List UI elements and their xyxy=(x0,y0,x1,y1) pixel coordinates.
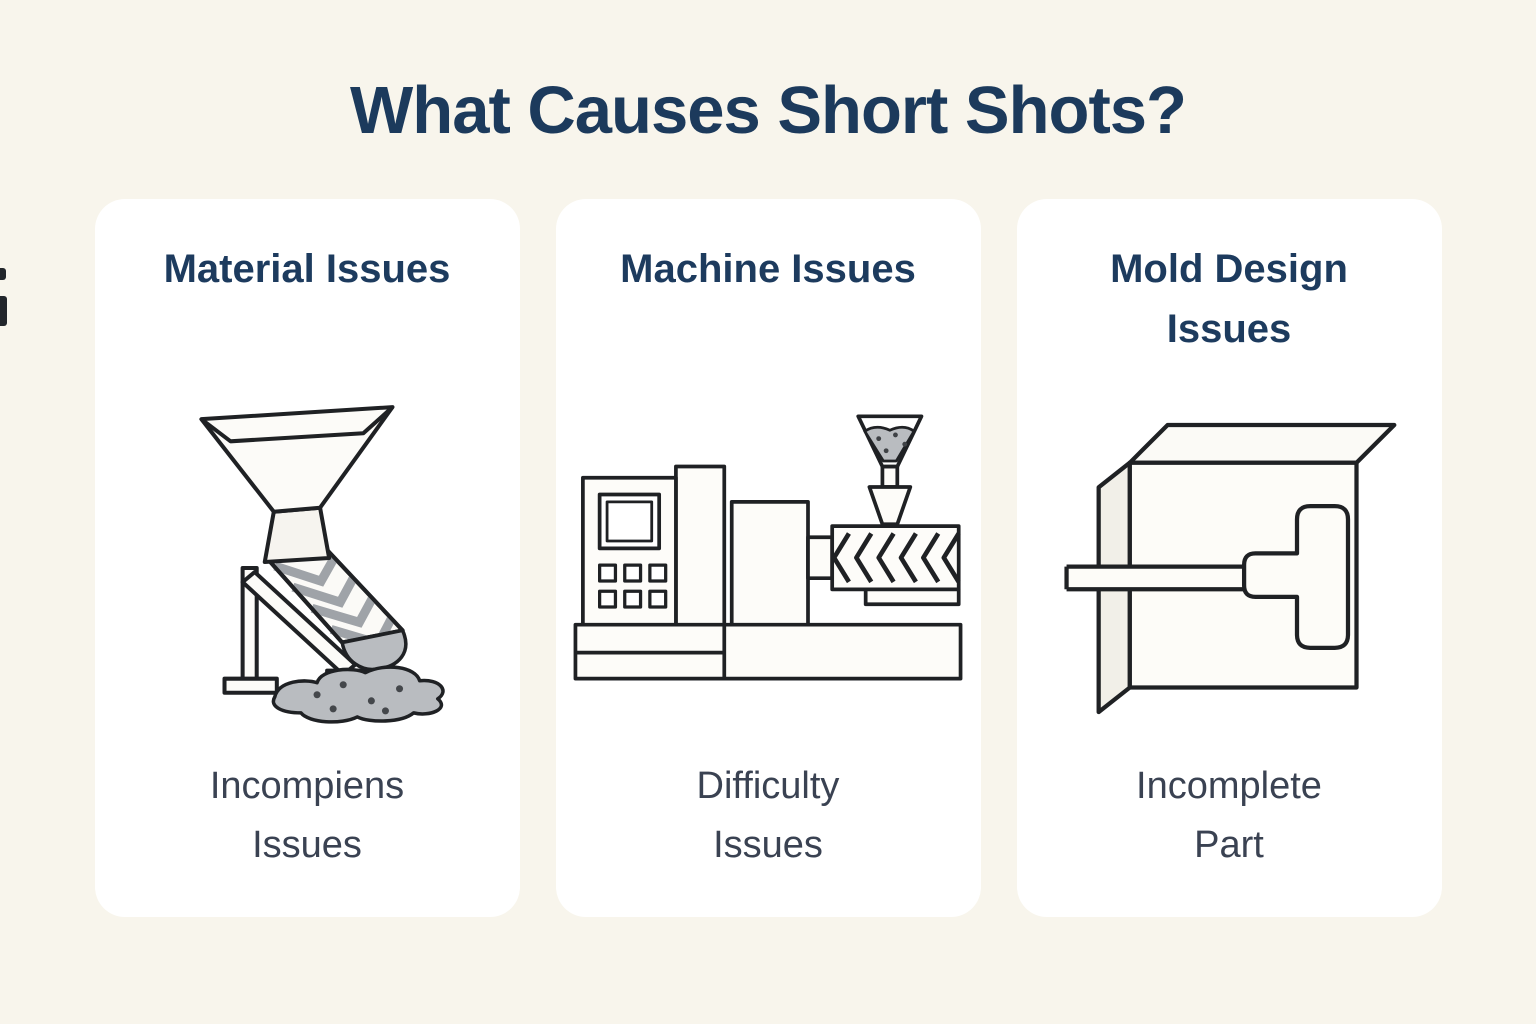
card-mold-design-issues: Mold Design Issues xyxy=(1016,199,1442,917)
injection-molding-machine-icon xyxy=(568,371,968,749)
mold-cavity-icon xyxy=(1059,371,1399,749)
caption-line: Incompiens xyxy=(209,765,405,808)
material-spill xyxy=(271,628,445,724)
caption-line: Difficulty xyxy=(696,765,840,808)
hopper-chute xyxy=(264,547,405,649)
caption-line: Issues xyxy=(713,824,823,867)
caption-line: Issues xyxy=(252,824,362,867)
machine-clamp-unit xyxy=(729,499,835,627)
cards-row: Material Issues xyxy=(0,199,1536,917)
machine-hopper xyxy=(856,413,924,526)
machine-base xyxy=(573,622,963,680)
card-heading-material: Material Issues xyxy=(163,247,451,291)
hopper-funnel xyxy=(199,405,395,565)
mold-cavity-shape xyxy=(1241,504,1351,650)
caption-line: Incomplete xyxy=(1136,765,1322,808)
page-title: What Causes Short Shots? xyxy=(350,73,1187,148)
hopper-spill-icon xyxy=(156,371,458,749)
hopper-support-legs xyxy=(222,566,279,695)
card-caption-material: Incompiens Issues xyxy=(210,757,404,875)
card-caption-mold: Incomplete Part xyxy=(1136,757,1322,875)
card-heading-mold: Mold Design Issues xyxy=(1110,247,1348,351)
mold-sprue-channel xyxy=(1064,564,1245,592)
card-heading-machine: Machine Issues xyxy=(620,247,916,291)
card-machine-issues: Machine Issues xyxy=(555,199,981,917)
card-material-issues: Material Issues xyxy=(94,199,520,917)
machine-control-panel xyxy=(581,464,727,627)
card-caption-machine: Difficulty Issues xyxy=(697,757,840,875)
machine-barrel-screw xyxy=(830,523,961,606)
left-edge-artifact xyxy=(0,268,8,330)
caption-line: Part xyxy=(1194,824,1264,867)
